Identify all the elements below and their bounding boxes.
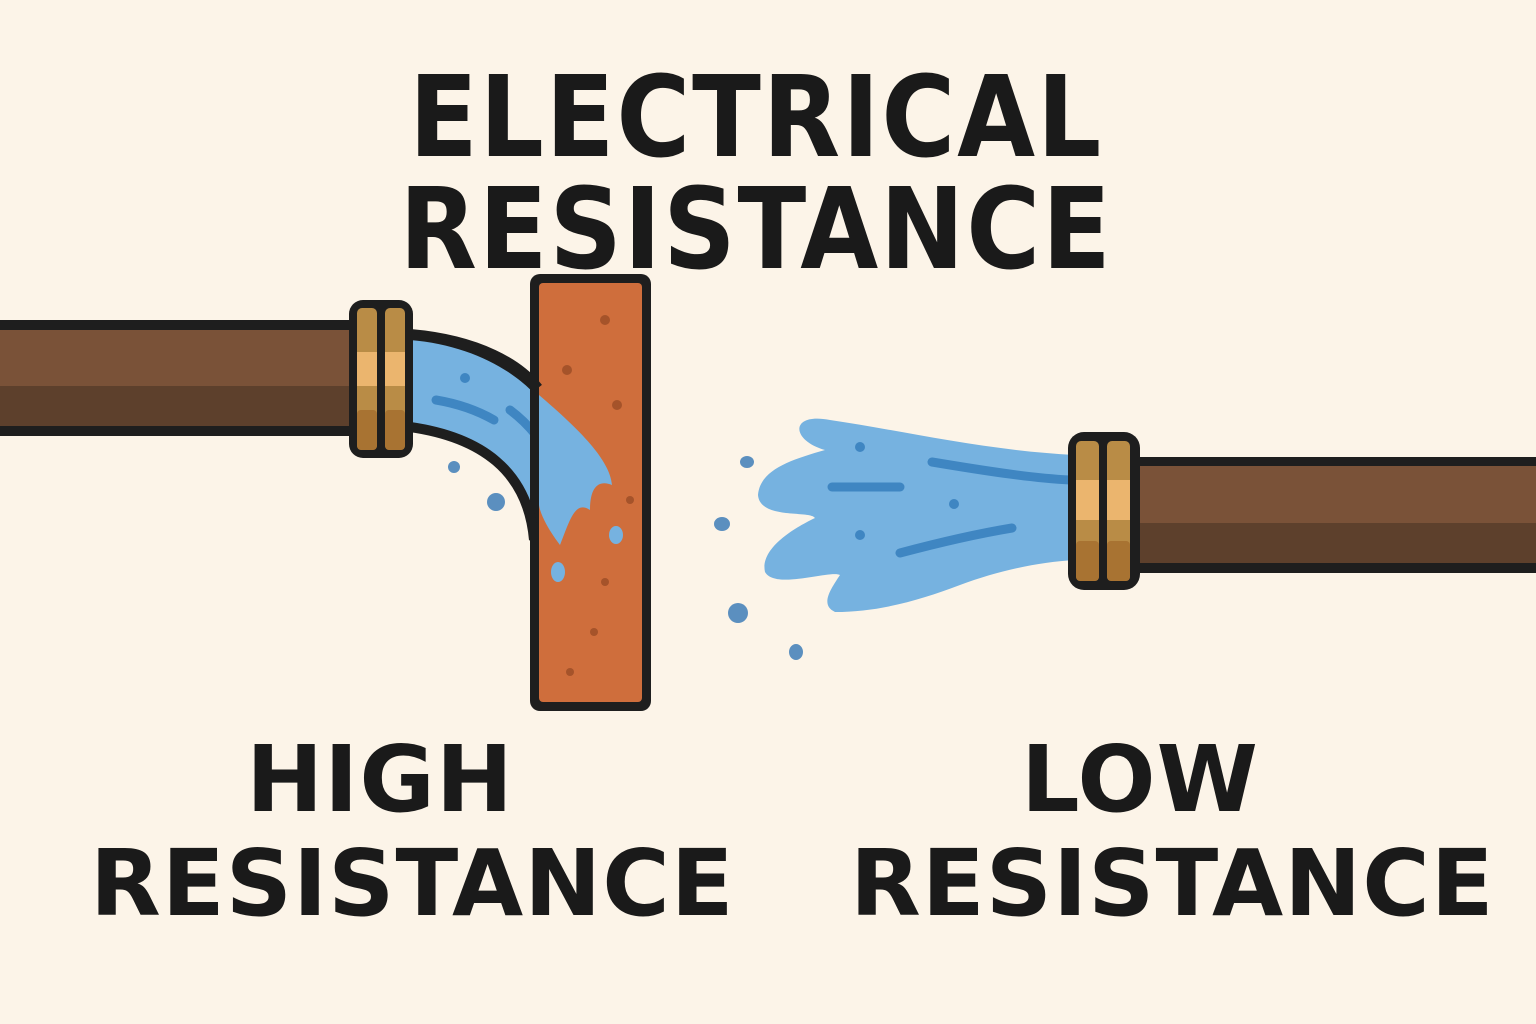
right-water-spray (758, 418, 1075, 612)
page-title: ELECTRICAL RESISTANCE (399, 53, 1113, 295)
high-label-line1: HIGH (246, 726, 514, 833)
low-label-line2: RESISTANCE (850, 829, 1495, 937)
high-resistance-label: HIGH RESISTANCE (90, 726, 735, 937)
left-coupling (349, 300, 413, 458)
right-pipe (1130, 457, 1536, 573)
left-droplets (448, 461, 505, 511)
left-pipe (0, 320, 360, 436)
high-label-line2: RESISTANCE (90, 829, 735, 937)
right-droplets (714, 456, 803, 660)
low-resistance-label: LOW RESISTANCE (850, 726, 1495, 937)
right-coupling (1068, 432, 1140, 590)
low-label-line1: LOW (1020, 726, 1260, 833)
resistance-wall (530, 274, 651, 711)
